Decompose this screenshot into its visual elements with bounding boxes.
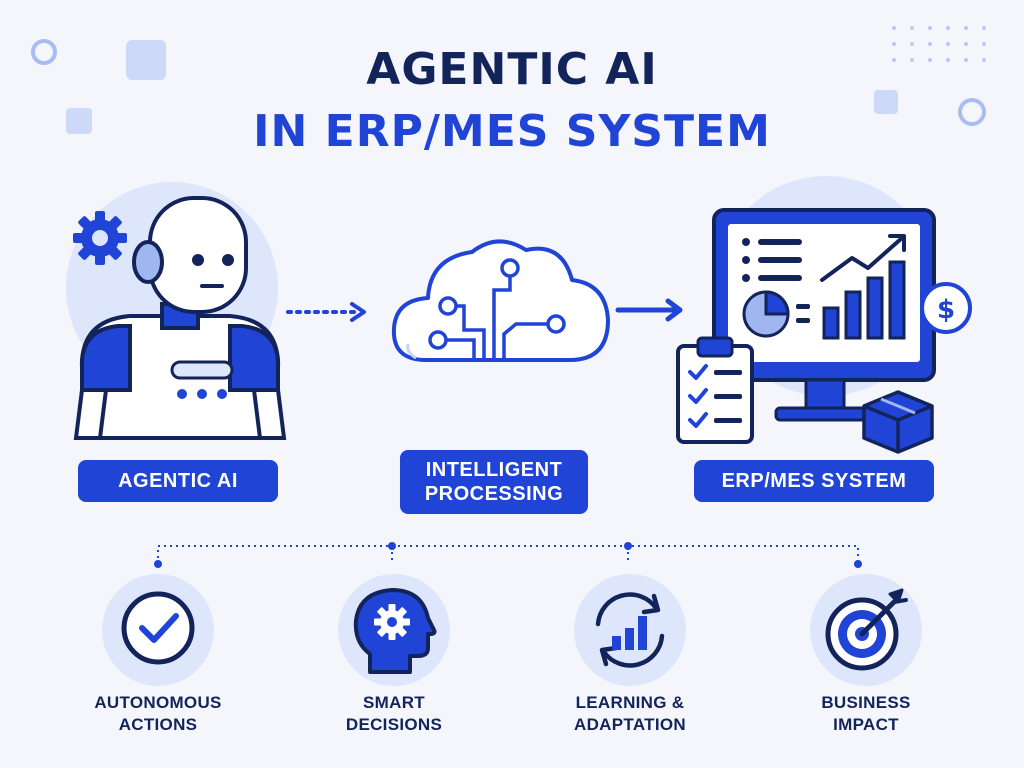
intelligent-processing-line1: INTELLIGENT	[425, 459, 563, 481]
feature-label-line: IMPACT	[833, 715, 899, 734]
feature-label-line: ADAPTATION	[574, 715, 686, 734]
gear-icon	[73, 211, 127, 265]
feature-label-line: BUSINESS	[821, 693, 911, 712]
feature-smart-decisions: SMART DECISIONS	[299, 692, 489, 736]
feature-connector-line	[154, 542, 862, 568]
deco-square-small	[66, 108, 92, 134]
deco-dot-grid	[892, 26, 986, 62]
page-title-line2: IN ERP/MES SYSTEM	[253, 106, 771, 157]
head-gear-icon	[338, 574, 450, 686]
feature-learning-adaptation: LEARNING & ADAPTATION	[535, 692, 725, 736]
feature-autonomous-actions: AUTONOMOUS ACTIONS	[63, 692, 253, 736]
cycle-chart-icon	[574, 574, 686, 686]
deco-ring-left	[31, 39, 57, 65]
feature-business-impact: BUSINESS IMPACT	[771, 692, 961, 736]
clipboard-icon	[676, 336, 754, 444]
computer-dashboard-icon: $	[676, 176, 972, 454]
robot-icon	[66, 182, 287, 440]
feature-label-line: LEARNING &	[575, 693, 685, 712]
feature-label-line: DECISIONS	[345, 715, 443, 734]
svg-text:$: $	[937, 295, 955, 325]
intelligent-processing-line2: PROCESSING	[424, 483, 564, 505]
deco-square-large	[126, 40, 166, 80]
feature-label-line: SMART	[363, 693, 425, 712]
erp-mes-system-label: ERP/MES SYSTEM	[694, 460, 934, 502]
deco-ring-right	[958, 98, 986, 126]
dollar-icon	[920, 282, 972, 334]
cloud-network-icon	[391, 239, 610, 362]
package-box-icon	[862, 390, 934, 454]
intelligent-processing-label: INTELLIGENT PROCESSING	[400, 450, 588, 514]
agentic-ai-label: AGENTIC AI	[78, 460, 278, 502]
check-circle-icon	[102, 574, 214, 686]
deco-square-right	[874, 90, 898, 114]
page-title-line1: AGENTIC AI	[366, 44, 658, 95]
feature-label-line: ACTIONS	[118, 715, 198, 734]
feature-label-line: AUTONOMOUS	[94, 693, 222, 712]
target-icon	[810, 574, 922, 686]
solid-arrow	[615, 298, 683, 322]
dotted-arrow	[286, 302, 366, 322]
